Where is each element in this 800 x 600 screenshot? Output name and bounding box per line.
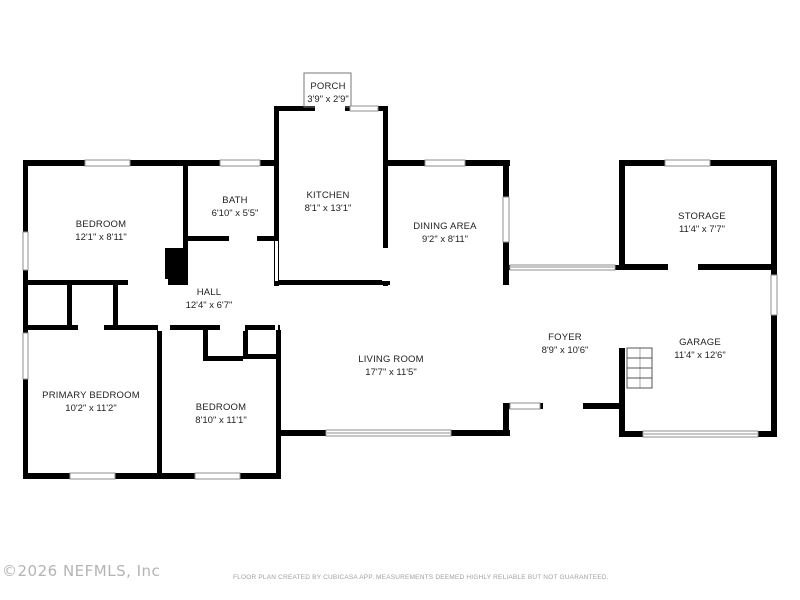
room-name: KITCHEN [306, 190, 349, 201]
room-dims: 8'1" x 13'1" [305, 203, 352, 214]
room-dims: 3'9" x 2'9" [307, 94, 349, 105]
room-dims: 6'10" x 5'5" [212, 208, 259, 219]
room-name: PRIMARY BEDROOM [42, 390, 140, 401]
room-dims: 8'9" x 10'6" [542, 345, 589, 356]
room-dims: 17'7" x 11'5" [365, 367, 416, 378]
disclaimer-text: FLOOR PLAN CREATED BY CUBICASA APP. MEAS… [233, 574, 609, 581]
room-dims: 11'4" x 12'6" [674, 350, 725, 361]
room-name: PORCH [310, 81, 345, 92]
windows [22, 105, 778, 480]
copyright-watermark: ©2026 NEFMLS, Inc [2, 562, 161, 580]
room-name: STORAGE [678, 211, 726, 222]
walls [23, 72, 777, 479]
room-name: BATH [222, 195, 247, 206]
room-name: HALL [197, 287, 222, 298]
room-name: LIVING ROOM [358, 354, 424, 365]
room-dims: 8'10" x 11'1" [195, 415, 246, 426]
room-dims: 12'4" x 6'7" [186, 300, 233, 311]
room-name: DINING AREA [413, 221, 477, 232]
room-name: FOYER [548, 332, 582, 343]
room-name: BEDROOM [76, 219, 127, 230]
door-openings [78, 105, 698, 410]
room-dims: 12'1" x 8'11" [75, 232, 126, 243]
room-dims: 10'2" x 11'2" [65, 403, 116, 414]
garage-steps [626, 347, 653, 389]
room-labels: PORCH 3'9" x 2'9" KITCHEN 8'1" x 13'1" B… [42, 81, 726, 426]
room-name: GARAGE [679, 337, 721, 348]
room-dims: 11'4" x 7'7" [679, 224, 725, 235]
room-name: BEDROOM [196, 402, 247, 413]
room-dims: 9'2" x 8'11" [422, 234, 468, 245]
